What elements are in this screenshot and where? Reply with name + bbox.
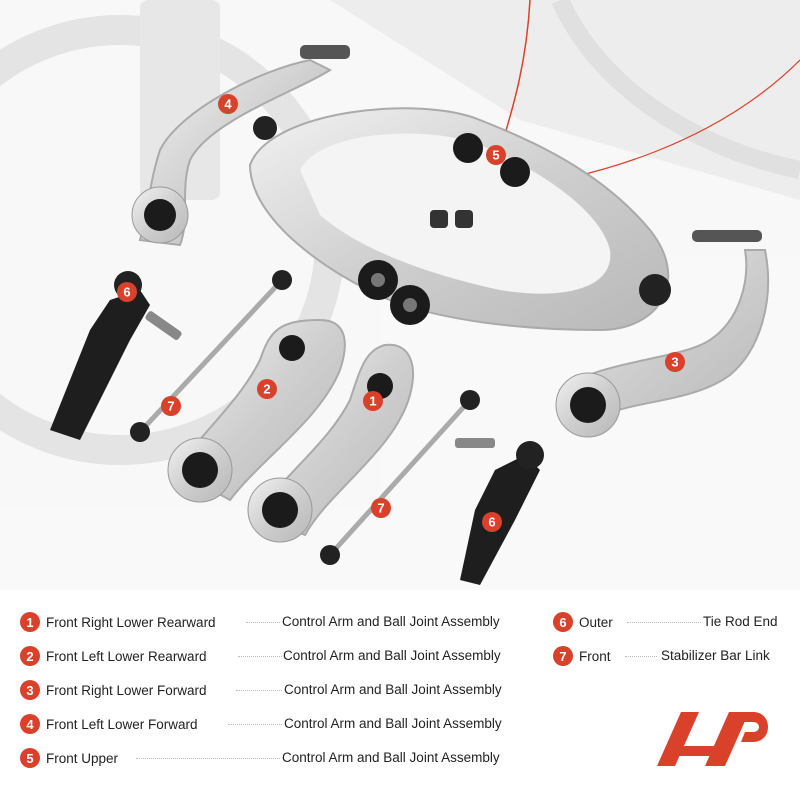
legend-row: 4 Front Left Lower Forward Control Arm a… — [20, 712, 540, 736]
legend-row: 2 Front Left Lower Rearward Control Arm … — [20, 644, 540, 668]
leader-dots — [627, 622, 701, 623]
part-number-badges: 4 5 6 3 2 1 7 7 6 — [117, 94, 685, 532]
legend-row: 1 Front Right Lower Rearward Control Arm… — [20, 610, 540, 634]
part-description-label: Control Arm and Ball Joint Assembly — [283, 648, 501, 663]
part-description-label: Control Arm and Ball Joint Assembly — [284, 716, 502, 731]
legend-row: 3 Front Right Lower Forward Control Arm … — [20, 678, 540, 702]
legend-number-badge: 6 — [553, 612, 573, 632]
front-left-lower-rearward-arm — [167, 318, 346, 503]
photo-badge: 7 — [371, 498, 391, 518]
part-description-label: Control Arm and Ball Joint Assembly — [284, 682, 502, 697]
photo-badge-number: 2 — [263, 382, 270, 397]
photo-badge: 6 — [117, 282, 137, 302]
photo-badge-number: 4 — [224, 97, 232, 112]
parts-legend: 1 Front Right Lower Rearward Control Arm… — [0, 596, 800, 800]
legend-number-badge: 3 — [20, 680, 40, 700]
part-position-label: Outer — [579, 614, 613, 630]
upper-control-arm — [248, 107, 671, 332]
legend-row: 7 Front Stabilizer Bar Link — [553, 644, 788, 668]
leader-dots — [228, 724, 282, 725]
legend-number-badge: 4 — [20, 714, 40, 734]
legend-number-badge: 5 — [20, 748, 40, 768]
legend-row: 5 Front Upper Control Arm and Ball Joint… — [20, 746, 540, 770]
leader-dots — [238, 656, 282, 657]
photo-badge: 5 — [486, 145, 506, 165]
photo-badge: 1 — [363, 391, 383, 411]
photo-badge-number: 3 — [671, 355, 678, 370]
part-description-label: Control Arm and Ball Joint Assembly — [282, 750, 500, 765]
part-position-label: Front Left Lower Forward — [46, 716, 198, 732]
photo-badge-number: 1 — [369, 394, 376, 409]
stabilizer-link-right — [320, 390, 480, 565]
part-description-label: Stabilizer Bar Link — [661, 648, 770, 663]
legend-number-badge: 7 — [553, 646, 573, 666]
photo-badge: 6 — [482, 512, 502, 532]
photo-badge: 7 — [161, 396, 181, 416]
part-position-label: Front Right Lower Rearward — [46, 614, 216, 630]
part-position-label: Front Left Lower Rearward — [46, 648, 207, 664]
photo-badge-number: 5 — [492, 148, 499, 163]
photo-badge-number: 6 — [123, 285, 130, 300]
leader-dots — [136, 758, 280, 759]
leader-dots — [236, 690, 282, 691]
legend-number-badge: 2 — [20, 646, 40, 666]
leader-dots — [625, 656, 657, 657]
product-photo: 4 5 6 3 2 1 7 7 6 — [0, 0, 800, 585]
part-description-label: Tie Rod End — [703, 614, 778, 629]
part-position-label: Front — [579, 648, 611, 664]
part-description-label: Control Arm and Ball Joint Assembly — [282, 614, 500, 629]
legend-number-badge: 1 — [20, 612, 40, 632]
photo-badge: 2 — [257, 379, 277, 399]
photo-badge-number: 7 — [167, 399, 174, 414]
leader-dots — [246, 622, 280, 623]
part-position-label: Front Right Lower Forward — [46, 682, 207, 698]
brand-logo-icon — [657, 712, 768, 766]
photo-badge: 4 — [218, 94, 238, 114]
part-position-label: Front Upper — [46, 750, 119, 766]
photo-badge: 3 — [665, 352, 685, 372]
photo-badge-number: 6 — [488, 515, 495, 530]
legend-row: 6 Outer Tie Rod End — [553, 610, 788, 634]
photo-badge-number: 7 — [377, 501, 384, 516]
